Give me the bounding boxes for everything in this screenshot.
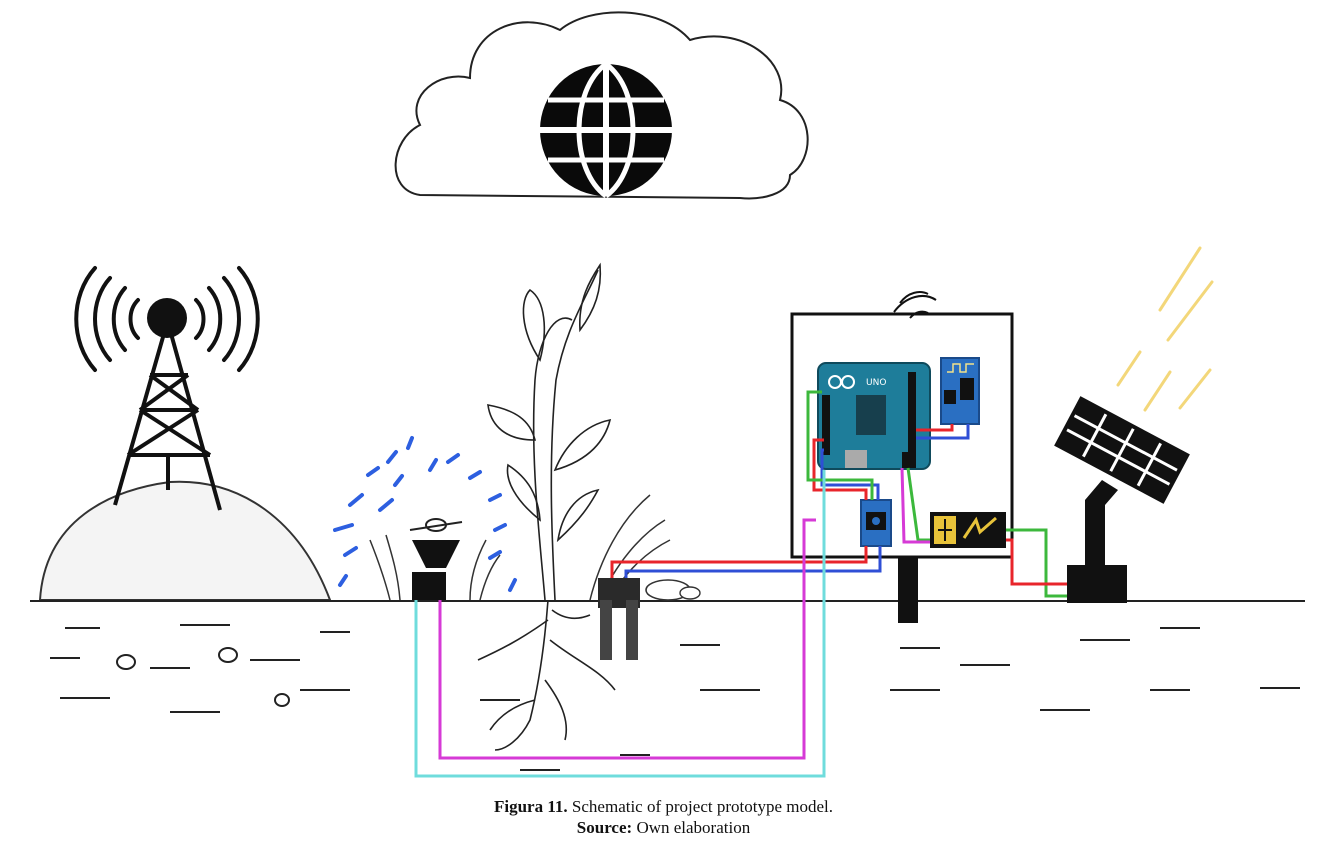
wire-green-relay (806, 390, 874, 500)
wifi-module (940, 357, 980, 425)
source-caption: Source: Own elaboration (0, 817, 1327, 838)
ground (30, 600, 1305, 771)
probe-icon (598, 578, 640, 660)
wire-blue-sensor (624, 546, 882, 578)
wire-red-wifi (916, 424, 954, 432)
wire-magenta-battery (900, 467, 930, 544)
box-post (898, 557, 918, 623)
relay-module (860, 499, 892, 547)
wire-red-solar (1006, 538, 1067, 586)
signal-waves-icon (74, 266, 260, 372)
battery-icon (930, 512, 1006, 548)
svg-text:UNO: UNO (866, 378, 886, 388)
wire-blue-wifi (916, 424, 970, 440)
wire-blue-relay (820, 448, 880, 500)
source-label: Source: (576, 818, 633, 837)
wire-green-battery (906, 467, 930, 542)
figure-label: Figura 11. (494, 797, 568, 816)
soil-moisture-sensor (598, 578, 701, 660)
plant (477, 262, 616, 751)
wifi-module-icon (940, 357, 980, 425)
wires (414, 390, 1067, 778)
cell-tower (74, 266, 260, 511)
wire-green-solar (1006, 528, 1067, 598)
tower-icon (113, 329, 222, 511)
rock (679, 586, 701, 600)
arduino-uno: UNO (817, 362, 931, 470)
wire-red-sensor (610, 546, 868, 578)
microcontroller-icon: UNO (817, 362, 931, 470)
cloud-internet (394, 11, 809, 200)
source-text: Own elaboration (632, 818, 751, 837)
relay-icon (860, 499, 892, 547)
antenna-icon (147, 298, 187, 338)
figure-text: Schematic of project prototype model. (567, 797, 833, 816)
wire-red-relay (812, 438, 868, 500)
sun-rays-icon (1116, 246, 1214, 412)
box-signal-icon (893, 291, 937, 319)
wire-magenta-pump (438, 518, 816, 760)
wire-cyan-pump (414, 470, 826, 778)
sprinkler-icon (409, 518, 463, 600)
water-spray (333, 436, 517, 592)
solar-panel (1054, 246, 1214, 603)
battery (930, 512, 1006, 548)
hill (38, 480, 332, 601)
globe-icon (540, 61, 672, 199)
plant-icon (477, 262, 616, 751)
solar-panel-icon (1054, 396, 1190, 603)
sprinkler (333, 436, 671, 601)
figure-caption: Figura 11. Schematic of project prototyp… (0, 796, 1327, 817)
